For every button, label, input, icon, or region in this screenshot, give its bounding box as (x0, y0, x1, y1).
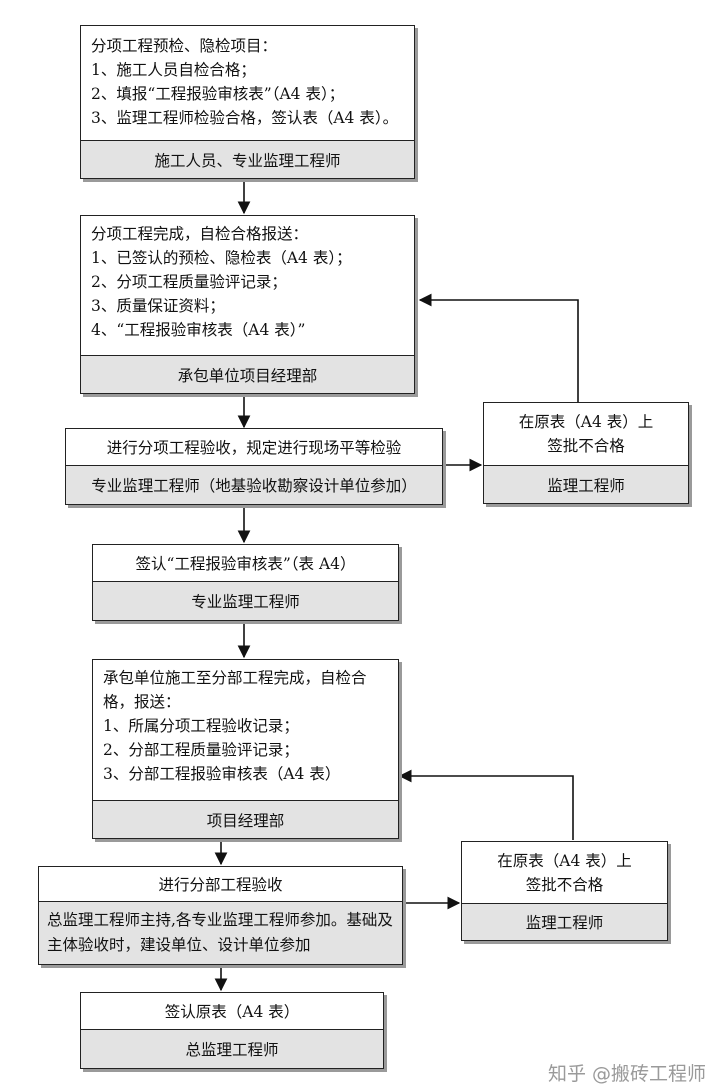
reject1-content: 在原表（A4 表）上 签批不合格 (484, 403, 688, 465)
step2-line: 分项工程完成，自检合格报送： (91, 225, 309, 243)
step1-line: 分项工程预检、隐检项目： (91, 37, 278, 55)
step7-responsible: 总监理工程师 (81, 1029, 383, 1068)
step2-line: 2、分项工程质量验评记录； (91, 273, 287, 291)
reject2-responsible: 监理工程师 (462, 903, 667, 940)
step6-line: 进行分部工程验收 (158, 876, 283, 894)
step2-line: 3、质量保证资料； (91, 297, 225, 315)
reject1-responsible: 监理工程师 (484, 465, 688, 503)
step2-line: 1、已签认的预检、隐检表（A4 表）； (91, 249, 352, 267)
step6-box: 进行分部工程验收 总监理工程师主持,各专业监理工程师参加。基础及主体验收时，建设… (38, 866, 403, 965)
step6-content: 进行分部工程验收 (39, 867, 402, 903)
step2-content: 分项工程完成，自检合格报送： 1、已签认的预检、隐检表（A4 表）； 2、分项工… (81, 216, 414, 342)
step1-content: 分项工程预检、隐检项目： 1、施工人员自检合格； 2、填报“工程报验审核表”（A… (81, 26, 414, 130)
step3-responsible: 专业监理工程师（地基验收勘察设计单位参加） (66, 465, 442, 504)
step5-box: 承包单位施工至分部工程完成，自检合格，报送： 1、所属分项工程验收记录； 2、分… (92, 659, 399, 839)
step2-line: 4、“工程报验审核表（A4 表）” (91, 321, 306, 339)
reject2-line: 在原表（A4 表）上 (497, 851, 632, 870)
step7-line: 签认原表（A4 表） (164, 1003, 300, 1021)
step4-box: 签认“工程报验审核表”（表 A4） 专业监理工程师 (92, 544, 399, 621)
step6-responsible: 总监理工程师主持,各专业监理工程师参加。基础及主体验收时，建设单位、设计单位参加 (39, 901, 402, 964)
reject2-content: 在原表（A4 表）上 签批不合格 (462, 842, 667, 903)
step3-line: 进行分项工程验收，规定进行现场平等检验 (106, 439, 402, 457)
step2-box: 分项工程完成，自检合格报送： 1、已签认的预检、隐检表（A4 表）； 2、分项工… (80, 215, 415, 394)
step4-content: 签认“工程报验审核表”（表 A4） (93, 545, 398, 583)
step3-content: 进行分项工程验收，规定进行现场平等检验 (66, 429, 442, 467)
step3-box: 进行分项工程验收，规定进行现场平等检验 专业监理工程师（地基验收勘察设计单位参加… (65, 428, 443, 505)
step7-content: 签认原表（A4 表） (81, 993, 383, 1031)
step2-responsible: 承包单位项目经理部 (81, 355, 414, 393)
reject2-box: 在原表（A4 表）上 签批不合格 监理工程师 (461, 841, 668, 941)
reject1-line: 在原表（A4 表）上 (518, 413, 654, 431)
step5-line: 3、分部工程报验审核表（A4 表） (103, 765, 341, 783)
step1-line: 2、填报“工程报验审核表”（A4 表）； (91, 85, 345, 103)
step5-line: 承包单位施工至分部工程完成，自检合格，报送： (103, 669, 367, 711)
step1-box: 分项工程预检、隐检项目： 1、施工人员自检合格； 2、填报“工程报验审核表”（A… (80, 25, 415, 179)
step1-responsible: 施工人员、专业监理工程师 (81, 140, 414, 178)
step5-line: 1、所属分项工程验收记录； (103, 717, 299, 735)
step1-line: 3、监理工程师检验合格，签认表（A4 表）。 (91, 109, 399, 127)
reject2-line: 签批不合格 (525, 875, 604, 894)
step5-content: 承包单位施工至分部工程完成，自检合格，报送： 1、所属分项工程验收记录； 2、分… (93, 660, 398, 786)
step5-line: 2、分部工程质量验评记录； (103, 741, 299, 759)
arrow-reject2-back-to-step5 (398, 769, 574, 840)
reject1-line: 签批不合格 (547, 437, 625, 455)
step7-box: 签认原表（A4 表） 总监理工程师 (80, 992, 384, 1069)
reject1-box: 在原表（A4 表）上 签批不合格 监理工程师 (483, 402, 689, 504)
step5-responsible: 项目经理部 (93, 800, 398, 838)
watermark: 知乎 @搬砖工程师 (547, 1063, 706, 1085)
step1-line: 1、施工人员自检合格； (91, 61, 256, 79)
step4-responsible: 专业监理工程师 (93, 581, 398, 620)
arrow-reject1-back-to-step2 (418, 293, 579, 402)
step4-line: 签认“工程报验审核表”（表 A4） (135, 555, 356, 573)
